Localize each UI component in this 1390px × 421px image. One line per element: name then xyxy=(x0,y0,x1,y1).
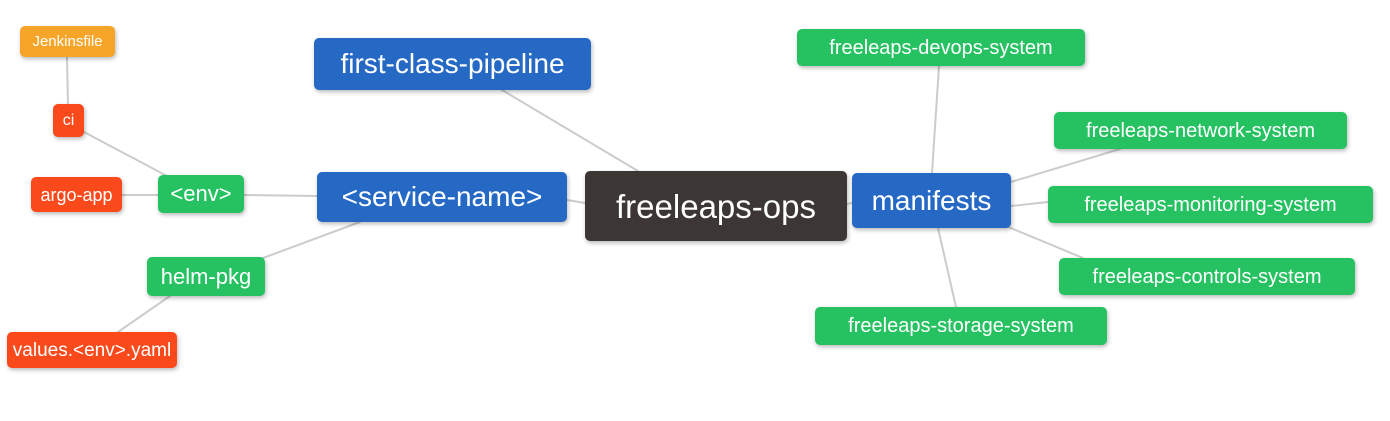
edge-jenkinsfile-to-ci xyxy=(66,56,69,105)
node-manifests[interactable]: manifests xyxy=(852,173,1011,228)
node-service-name[interactable]: <service-name> xyxy=(317,172,567,222)
node-helm-pkg[interactable]: helm-pkg xyxy=(147,257,265,296)
node-freeleaps-network-system[interactable]: freeleaps-network-system xyxy=(1054,112,1347,149)
node-freeleaps-controls-system[interactable]: freeleaps-controls-system xyxy=(1059,258,1355,295)
node-label: freeleaps-devops-system xyxy=(829,36,1053,59)
edge-helm-pkg-to-values-env-yaml xyxy=(117,295,171,333)
node-label: values.<env>.yaml xyxy=(12,339,172,361)
node-ci[interactable]: ci xyxy=(53,104,84,137)
edge-manifests-to-freeleaps-devops-system xyxy=(931,65,940,174)
edge-freeleaps-ops-to-manifests xyxy=(846,202,853,205)
node-env[interactable]: <env> xyxy=(158,175,244,213)
node-label: freeleaps-ops xyxy=(616,187,816,225)
edge-first-class-pipeline-to-freeleaps-ops xyxy=(501,89,639,172)
node-label: freeleaps-monitoring-system xyxy=(1084,193,1337,216)
edge-manifests-to-freeleaps-network-system xyxy=(1010,148,1121,183)
node-freeleaps-monitoring-system[interactable]: freeleaps-monitoring-system xyxy=(1048,186,1373,223)
node-label: helm-pkg xyxy=(160,263,252,289)
edge-manifests-to-freeleaps-controls-system xyxy=(1005,225,1084,259)
node-label: Jenkinsfile xyxy=(32,33,103,50)
edge-service-name-to-freeleaps-ops xyxy=(566,199,586,204)
node-argo-app[interactable]: argo-app xyxy=(31,177,122,212)
edge-manifests-to-freeleaps-monitoring-system xyxy=(1010,201,1049,207)
node-jenkinsfile[interactable]: Jenkinsfile xyxy=(20,26,115,57)
node-freeleaps-devops-system[interactable]: freeleaps-devops-system xyxy=(797,29,1085,66)
edge-service-name-to-helm-pkg xyxy=(262,221,361,259)
node-first-class-pipeline[interactable]: first-class-pipeline xyxy=(314,38,591,90)
node-freeleaps-storage-system[interactable]: freeleaps-storage-system xyxy=(815,307,1107,345)
node-label: freeleaps-network-system xyxy=(1086,119,1315,142)
node-label: first-class-pipeline xyxy=(340,48,565,79)
node-label: manifests xyxy=(871,184,992,216)
node-label: freeleaps-storage-system xyxy=(848,315,1074,337)
node-values-env-yaml[interactable]: values.<env>.yaml xyxy=(7,332,177,368)
node-freeleaps-ops[interactable]: freeleaps-ops xyxy=(585,171,847,241)
edge-manifests-to-freeleaps-storage-system xyxy=(937,227,957,308)
node-label: argo-app xyxy=(40,184,113,205)
node-label: <env> xyxy=(170,181,232,206)
node-label: ci xyxy=(62,111,75,129)
edge-ci-to-env xyxy=(83,131,168,177)
edge-env-to-service-name xyxy=(243,194,318,197)
node-label: <service-name> xyxy=(341,181,543,212)
node-label: freeleaps-controls-system xyxy=(1092,265,1322,288)
